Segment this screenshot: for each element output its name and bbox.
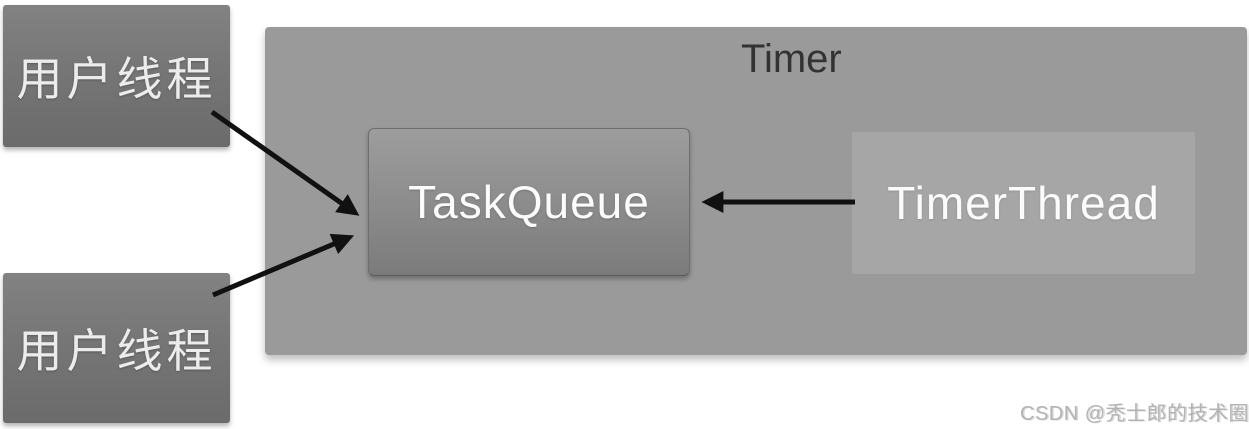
- node-user-thread-1-label: 用户线程: [16, 53, 217, 105]
- timer-container: Timer TaskQueue TimerThread: [265, 27, 1247, 355]
- timer-title: Timer: [741, 37, 842, 81]
- node-user-thread-1: 用户线程: [3, 5, 230, 147]
- watermark: CSDN @秃士郎的技术圈: [1020, 403, 1249, 425]
- node-task-queue: TaskQueue: [368, 128, 690, 276]
- node-user-thread-2: 用户线程: [3, 273, 230, 423]
- node-timer-thread: TimerThread: [852, 132, 1195, 274]
- node-user-thread-2-label: 用户线程: [16, 325, 217, 377]
- node-timer-thread-label: TimerThread: [887, 177, 1160, 229]
- node-task-queue-label: TaskQueue: [408, 176, 650, 228]
